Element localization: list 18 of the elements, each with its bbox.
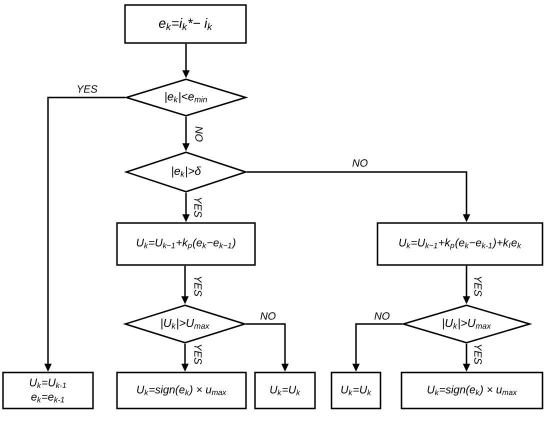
edge-label: NO [352,158,368,168]
edge-label: NO [374,312,390,320]
edge-label: YES [194,196,202,218]
edge-label: YES [194,275,202,297]
process-box: U$_{k}$=U$_{k−1}$+k$_{p}$(e$_{k}$−e$_{k-1}$)+k$_{I}$e$_{k}$ [376,222,544,266]
edge-label: NO [194,126,204,142]
edge-label: NO [260,312,276,320]
edge-label: YES [474,343,482,365]
process-box: U$_{k}$=U$_{k−1}$+k$_{p}$(e$_{k}$−e$_{k−1}$) [116,222,256,266]
process-box: U$_{k}$=U$_{k}$ [330,372,382,410]
process-box: U$_{k}$=U$_{k}$ [254,372,316,410]
process-box: U$_{k}$=U$_{k-1}$ e$_{k}$=e$_{k-1}$ [2,372,94,410]
edge-label: YES [474,275,482,297]
edge-label: YES [76,84,98,94]
process-box: e$_{k}$=i$_{k}$*− i$_{k}$ [124,4,247,44]
edge-label: YES [194,343,202,365]
process-box: U$_{k}$=sign(e$_{k}$) × u$_{max}$ [400,372,544,410]
process-box: U$_{k}$=sign(e$_{k}$) × u$_{max}$ [116,372,247,410]
